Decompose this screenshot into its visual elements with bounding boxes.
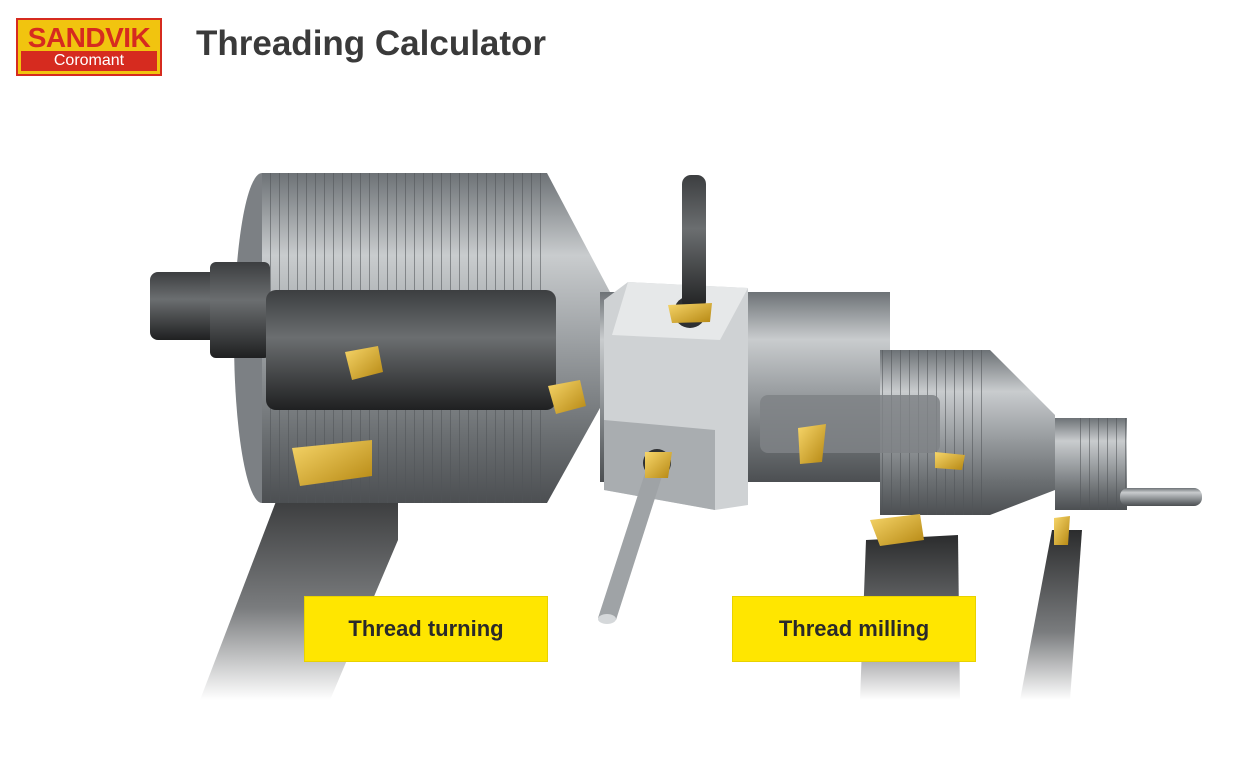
boring-bar: [150, 262, 556, 410]
logo-brand-text: SANDVIK: [27, 22, 151, 53]
insert-icons: [292, 303, 1070, 546]
thread-milling-button[interactable]: Thread milling: [732, 596, 976, 662]
turning-holder: [200, 470, 398, 700]
insert-icon: [798, 424, 826, 464]
threading-illustration: [150, 173, 1202, 700]
insert-icon: [1054, 516, 1070, 545]
thread-turning-button[interactable]: Thread turning: [304, 596, 548, 662]
insert-icon: [935, 452, 965, 470]
milling-holder-right: [1020, 530, 1082, 700]
insert-icon: [668, 303, 712, 323]
logo-sub-text: Coromant: [21, 51, 157, 71]
insert-icon: [345, 346, 383, 380]
page-title: Threading Calculator: [196, 24, 547, 63]
vertical-tap: [682, 175, 706, 310]
thread-milling-tool: [760, 395, 940, 453]
insert-icon: [645, 452, 672, 478]
insert-icon: [548, 380, 586, 414]
insert-icon: [292, 440, 372, 486]
sandvik-coromant-logo: SANDVIK Coromant: [16, 18, 162, 76]
insert-icon: [870, 514, 924, 546]
drill-bit: [598, 470, 664, 624]
